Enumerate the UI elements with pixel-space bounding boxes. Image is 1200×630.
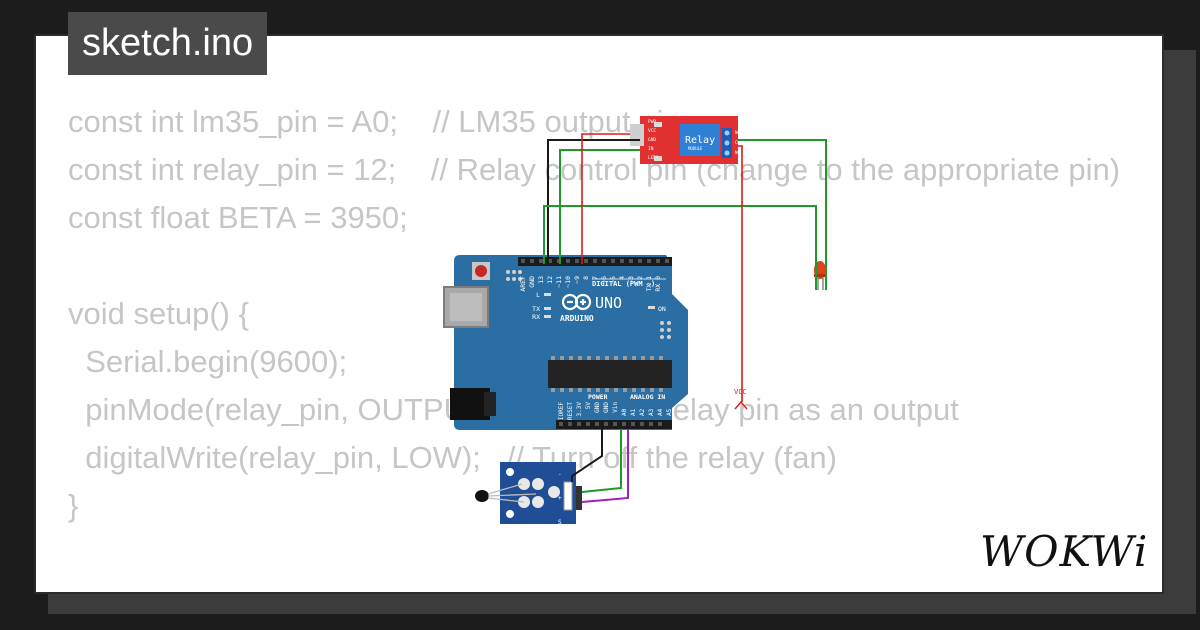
pin-label: ~9 [573,276,581,284]
lm35-sensor-module[interactable]: - + S [475,462,582,526]
pin-label: RESET [567,402,574,420]
microcontroller-chip [548,360,672,388]
pin-label: NO [735,130,740,135]
pin-label: A1 [630,408,637,416]
code-line: const int relay_pin = 12; // Relay contr… [68,152,1121,187]
board-model: UNO [595,294,622,312]
wire-green-relay-in [559,149,640,264]
pin-label: S [558,519,562,526]
relay-coil [680,124,720,156]
pin-label: A3 [648,408,655,416]
pin-label: IN [648,146,654,152]
code-line: Serial.begin(9600); [68,344,348,379]
wire-black-sensor-gnd [571,429,603,482]
preview-card: const int lm35_pin = A0; // LM35 output … [34,34,1164,594]
pin-label: 4 [618,276,626,280]
vcc-label: VCC [734,388,747,396]
pin-label: 12 [546,276,554,284]
pin-label: ~3 [627,276,635,284]
pin-label: 5V [585,402,592,410]
code-line: const float BETA = 3950; [68,200,408,235]
wire-purple-sensor-signal [581,429,629,503]
pin-label: 3.3V [576,402,583,417]
on-label: ON [658,305,666,313]
relay-module[interactable]: PWR VCC GND IN LED1 Relay MODULE NO COM NC [630,116,743,164]
pin-label: ~11 [555,276,563,288]
pin-label: - [558,471,562,478]
pin-label: RX [532,313,540,321]
pin-label: ~10 [564,276,572,288]
pin-label: ~6 [600,276,608,284]
wire-green-sensor-vcc [581,429,622,493]
analog-label: ANALOG IN [630,393,665,401]
pin-label: L [536,291,540,299]
pin-label: PWR [648,119,656,125]
pin-label: GND [603,402,610,413]
pin-label: IOREF [558,402,565,420]
pin-label: NC [735,150,740,155]
pin-label: TX 1 [645,276,653,292]
pin-label: ~5 [609,276,617,284]
code-line: void setup() { [68,296,249,331]
power-label: POWER [588,393,608,401]
power-jack [450,388,490,420]
pin-label: GND [528,276,536,288]
digital-label: DIGITAL (PWM ~) [592,280,655,288]
pin-label: 7 [591,276,599,280]
relay-title: Relay [685,135,715,146]
code-line: const int lm35_pin = A0; // LM35 output … [68,104,681,139]
pin-label: 2 [636,276,644,280]
wokwi-logo: WOKWi [980,527,1148,576]
code-line: digitalWrite(relay_pin, LOW); // Turn of… [68,440,837,475]
pin-label: 8 [582,276,590,280]
pin-label: GND [648,137,656,143]
pin-label: A4 [657,408,664,416]
pin-label: GND [594,402,601,413]
wire-black-gnd-relay [547,139,640,264]
code-line: } [68,488,79,523]
pin-label: COM [735,140,743,145]
pin-label: A5 [666,408,673,416]
pin-label: RX 0 [654,276,662,292]
file-tab[interactable]: sketch.ino [68,12,268,75]
relay-subtitle: MODULE [688,146,703,151]
wire-green-gnd-led [543,205,817,290]
wire-green-relay-led [738,139,827,290]
pin-label: + [558,495,562,502]
pin-label: Vin [612,402,619,413]
pin-label: VCC [648,128,656,134]
pin-label: A0 [621,408,628,416]
arduino-logo-icon [561,293,592,311]
pin-label: A2 [639,408,646,416]
pin-label: AREF [519,276,527,292]
pin-label: LED1 [648,155,659,161]
wokwi-logo-text: WOKWi [980,527,1148,576]
vcc-power-symbol: VCC [734,388,748,410]
pin-label: TX [532,305,540,313]
pin-label: 13 [537,276,545,284]
wire-red-vcc [581,133,743,402]
board-brand: ARDUINO [560,314,594,323]
